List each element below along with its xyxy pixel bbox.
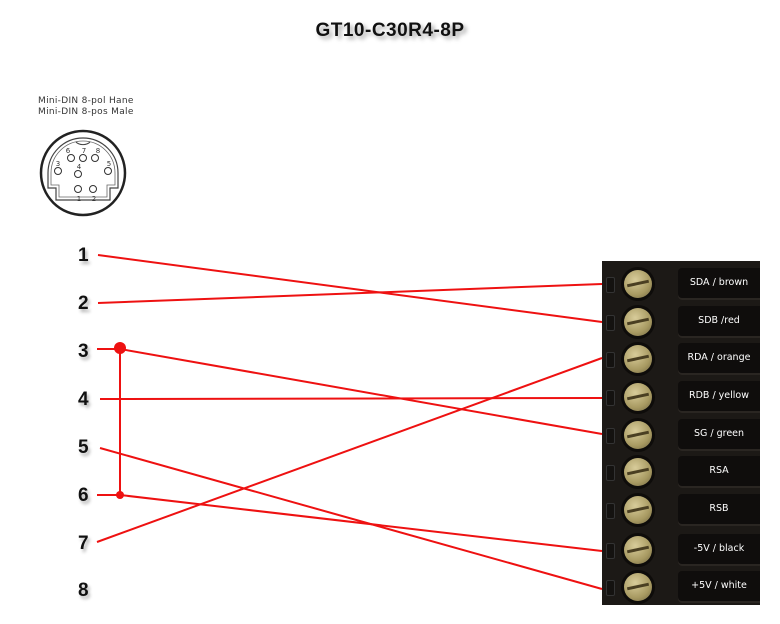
terminal-block: SDA / brown SDB /red RDA / orange RDB / … — [602, 261, 760, 605]
din-pin-2: 2 — [92, 195, 96, 203]
wire-pin4-rdb — [99, 397, 603, 400]
pin-label-1: 1 — [78, 245, 89, 266]
terminal-label: RDA / orange — [687, 352, 751, 363]
screw-icon — [624, 458, 652, 486]
wire-pin6-minus5v — [119, 494, 603, 552]
terminal-rdb: RDB / yellow — [602, 378, 760, 416]
terminal-label: SDA / brown — [689, 277, 749, 288]
pin-label-8: 8 — [78, 580, 89, 601]
pin-label-2: 2 — [78, 293, 89, 314]
junction-dot-pin3 — [114, 342, 126, 354]
screw-icon — [624, 383, 652, 411]
pin-label-7: 7 — [78, 533, 89, 554]
terminal-label: SDB /red — [698, 315, 740, 326]
pin-label-3: 3 — [78, 341, 89, 362]
pin-label-5: 5 — [78, 437, 89, 458]
wire-pin2-sda — [97, 283, 603, 304]
terminal-rda: RDA / orange — [602, 340, 760, 378]
wire-pin3-sg — [119, 348, 603, 435]
screw-icon — [624, 308, 652, 336]
terminal-minus5v: -5V / black — [602, 531, 760, 569]
terminal-plus5v: +5V / white — [602, 568, 760, 606]
terminal-sg: SG / green — [602, 416, 760, 454]
pin-label-6: 6 — [78, 485, 89, 506]
mini-din-connector-icon: 6 7 8 3 4 5 1 2 — [39, 129, 127, 217]
terminal-sda: SDA / brown — [602, 265, 760, 303]
terminal-label: SG / green — [693, 428, 745, 439]
terminal-label: RSB — [709, 503, 729, 514]
connector-caption-de: Mini-DIN 8-pol Hane — [38, 96, 134, 106]
din-pin-8: 8 — [96, 147, 100, 155]
terminal-label: -5V / black — [693, 543, 745, 554]
wire-pin1-sdb — [97, 254, 603, 323]
screw-icon — [624, 421, 652, 449]
din-pin-5: 5 — [107, 160, 111, 168]
connector-caption-en: Mini-DIN 8-pos Male — [38, 107, 134, 117]
terminal-label: +5V / white — [691, 580, 747, 591]
din-pin-7: 7 — [82, 147, 86, 155]
screw-icon — [624, 536, 652, 564]
terminal-label: RSA — [709, 465, 729, 476]
junction-dot-pin6 — [116, 491, 124, 499]
wire-pin5-plus5v — [99, 447, 603, 590]
din-pin-6: 6 — [66, 147, 71, 155]
diagram-title: GT10-C30R4-8P — [315, 20, 465, 41]
pin-label-4: 4 — [78, 389, 89, 410]
screw-icon — [624, 270, 652, 298]
screw-icon — [624, 345, 652, 373]
din-pin-1: 1 — [77, 195, 81, 203]
screw-icon — [624, 496, 652, 524]
din-pin-4: 4 — [77, 163, 82, 171]
wire-pin7-rda — [96, 357, 603, 543]
terminal-rsb: RSB — [602, 491, 760, 529]
terminal-label: RDB / yellow — [688, 390, 749, 401]
terminal-rsa: RSA — [602, 453, 760, 491]
din-pin-3: 3 — [56, 160, 60, 168]
screw-icon — [624, 573, 652, 601]
terminal-sdb: SDB /red — [602, 303, 760, 341]
